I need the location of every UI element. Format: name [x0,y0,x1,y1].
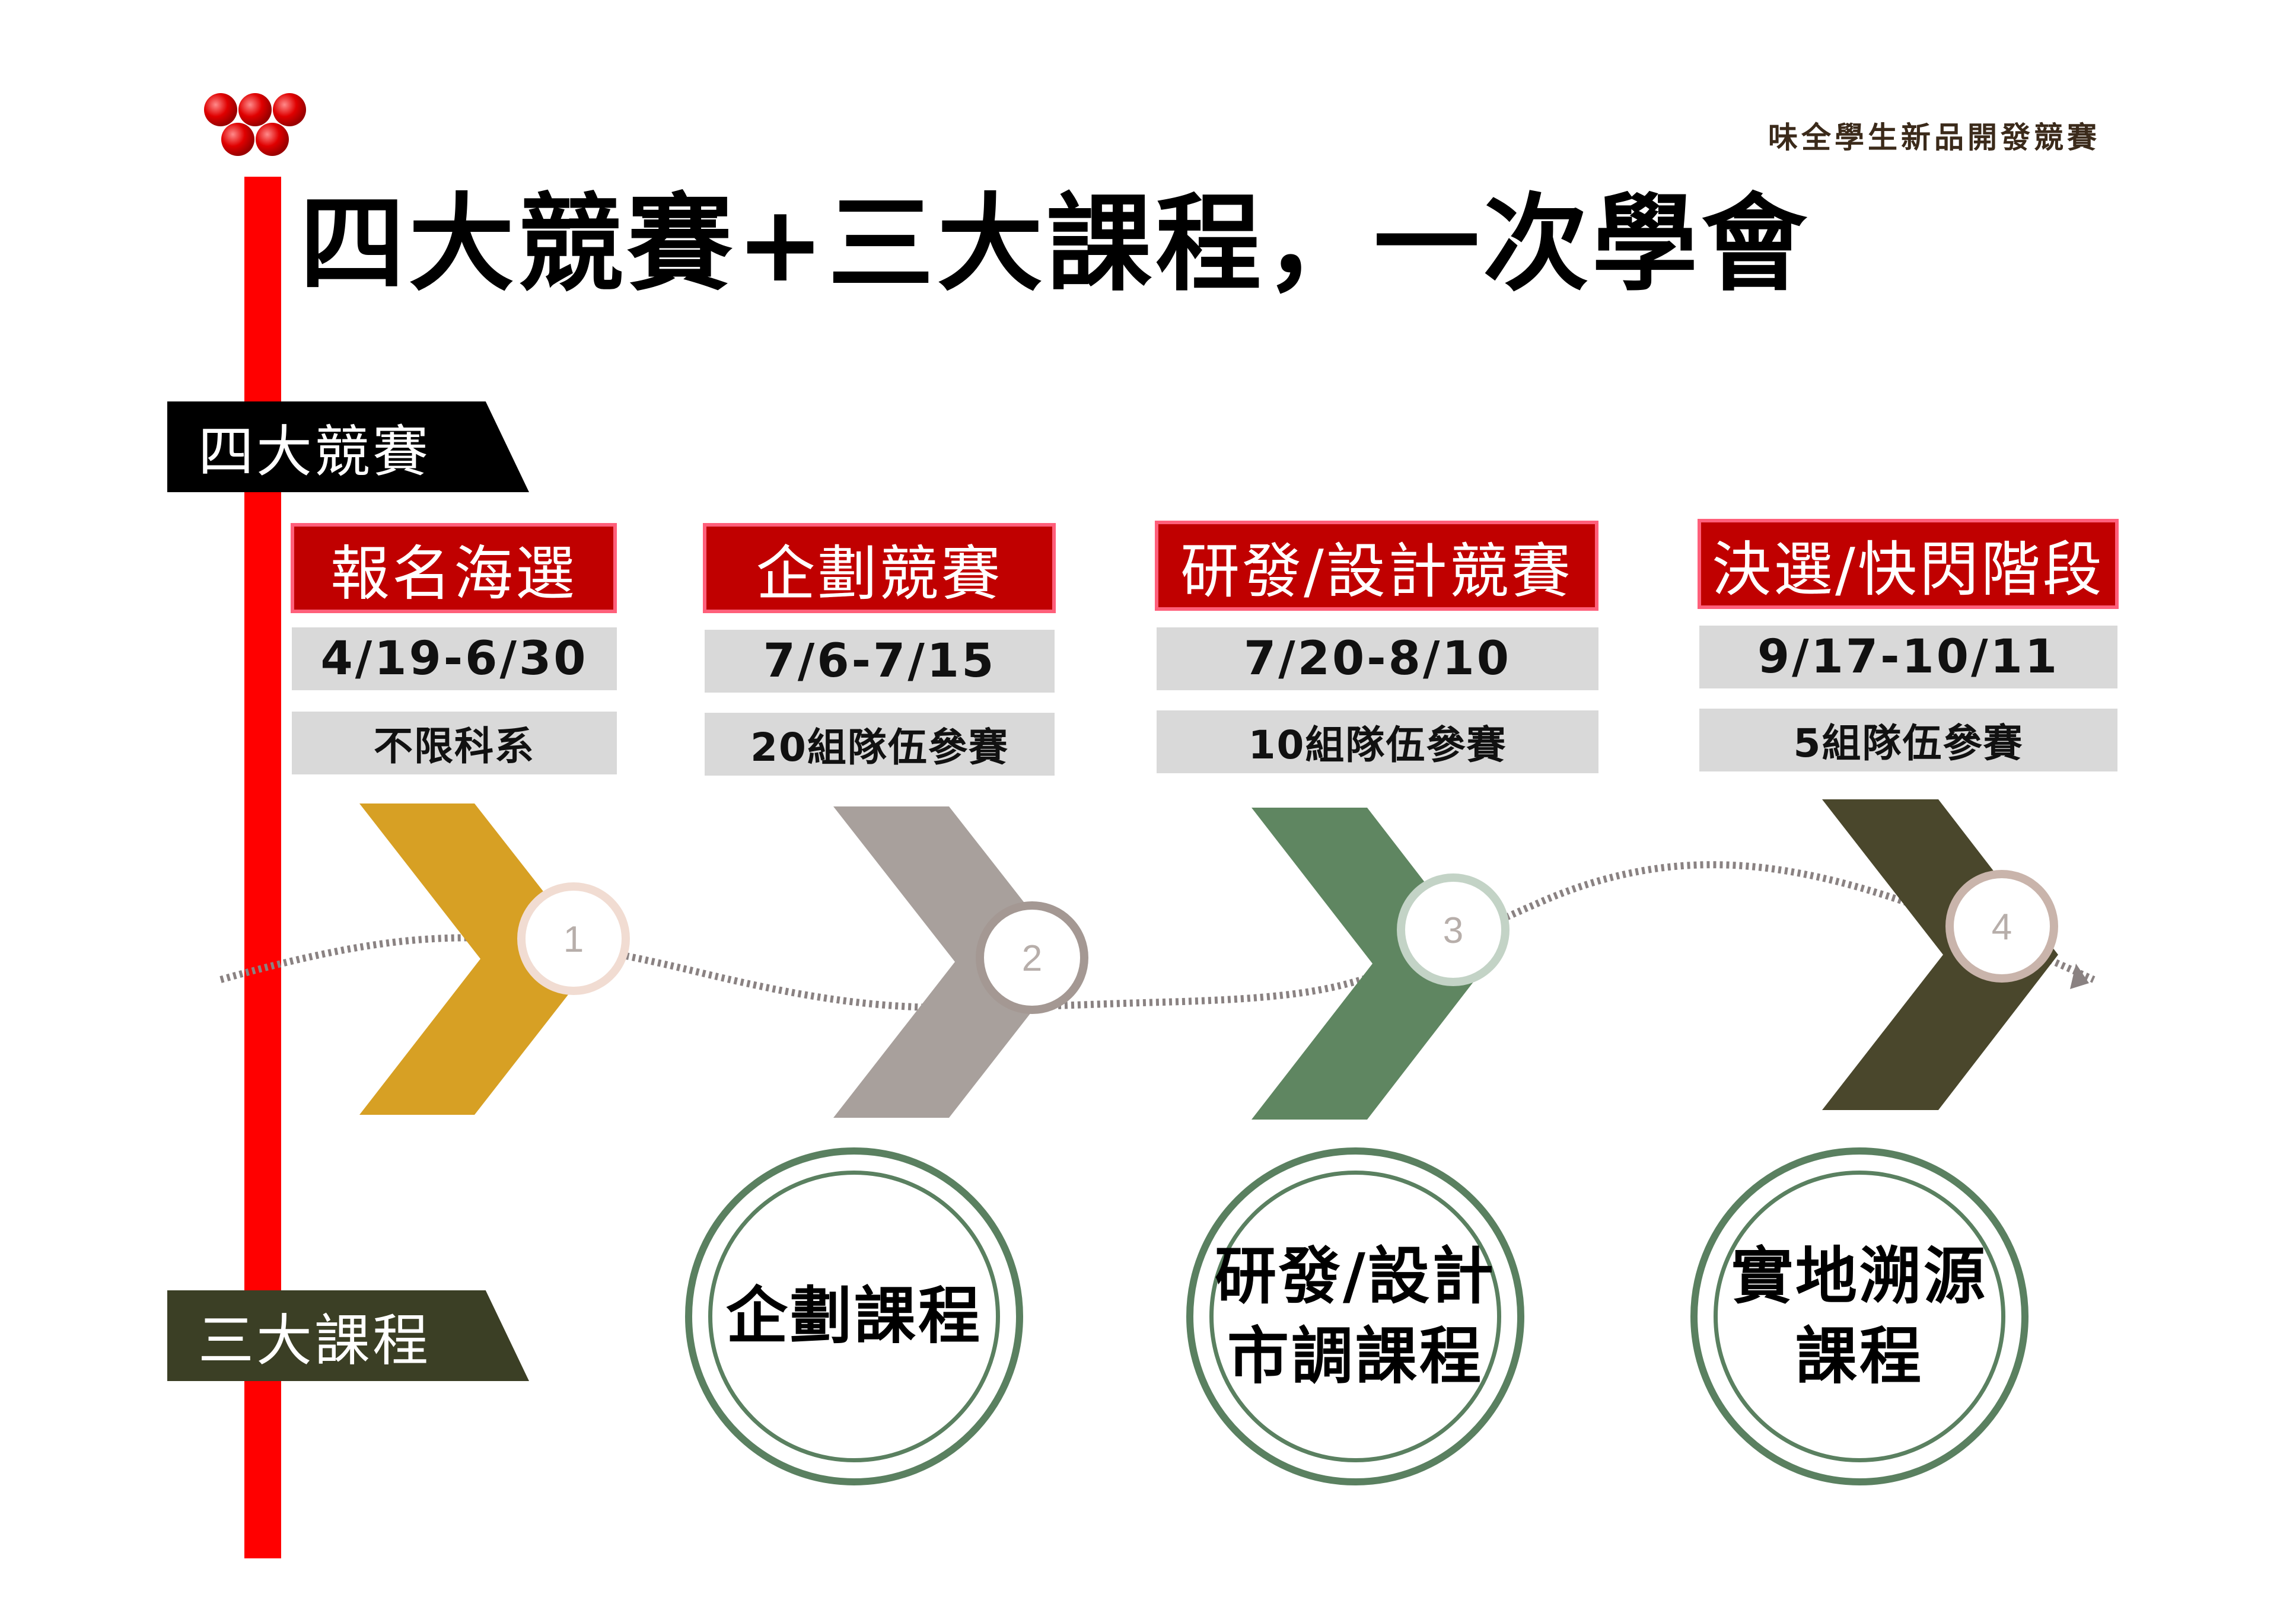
course-circle-1: 企劃課程 [685,1147,1023,1485]
step-circle-2: 2 [976,901,1088,1014]
step-number-3: 3 [1443,910,1463,951]
stage-teams-1: 不限科系 [292,712,617,774]
step-number-4: 4 [1992,907,2012,948]
step-circle-4: 4 [1945,870,2058,983]
stage-dates-3: 7/20-8/10 [1157,627,1598,690]
stage-teams-2: 20組隊伍參賽 [705,713,1055,776]
step-circle-1: 1 [517,882,630,995]
stage-header-1: 報名海選 [291,523,617,613]
stage-header-3: 研發/設計競賽 [1155,521,1598,611]
stage-header-2: 企劃競賽 [703,523,1056,613]
course-circle-3: 實地溯源 課程 [1690,1147,2028,1485]
course-label-2-line-1: 研發/設計 [1214,1239,1496,1312]
stage-header-4: 決選/快閃階段 [1698,519,2119,609]
stage-dates-1: 4/19-6/30 [292,627,617,690]
course-label-3-line-2: 課程 [1795,1319,1924,1392]
stage-teams-4: 5組隊伍參賽 [1699,709,2117,771]
section-tag-courses: 三大課程 [167,1290,529,1381]
step-circle-3: 3 [1397,873,1510,986]
brand-label: 味全學生新品開發競賽 [1768,120,2100,155]
page-title: 四大競賽+三大課程，一次學會 [300,183,1811,305]
stage-dates-2: 7/6-7/15 [705,630,1055,693]
section-tag-competitions: 四大競賽 [167,401,529,492]
course-label-2-line-2: 市調課程 [1227,1319,1483,1392]
flow-arrowhead-icon [2070,964,2089,989]
flow-path [219,861,2096,1012]
course-circle-2: 研發/設計 市調課程 [1186,1147,1524,1485]
stage-teams-3: 10組隊伍參賽 [1157,710,1598,773]
step-number-1: 1 [563,919,584,960]
course-label-1-line-1: 企劃課程 [725,1280,982,1353]
step-number-2: 2 [1022,938,1042,979]
course-label-3-line-1: 實地溯源 [1731,1239,1988,1312]
stage-dates-4: 9/17-10/11 [1699,626,2117,688]
logo-icon [204,93,306,156]
